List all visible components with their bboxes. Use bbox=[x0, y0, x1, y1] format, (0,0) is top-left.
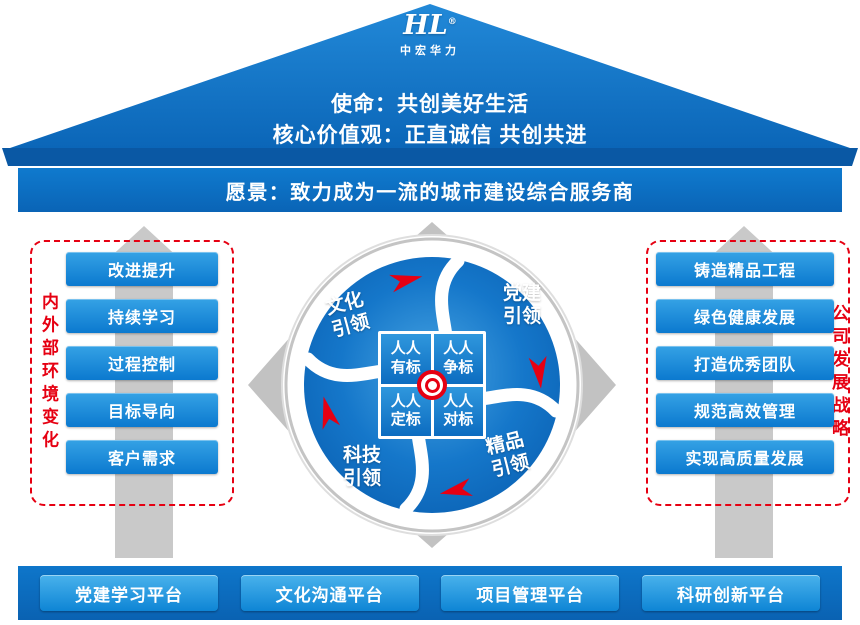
vision-bar: 愿景：致力成为一流的城市建设综合服务商 bbox=[18, 168, 842, 212]
center-wheel: 文化引领 党建引领 科技引领 精品引领 人人有标 人人争标 人人定标 人人对标 bbox=[272, 225, 592, 545]
right-panel-items: 铸造精品工程 绿色健康发展 打造优秀团队 规范高效管理 实现高质量发展 bbox=[656, 252, 834, 474]
right-item-team: 打造优秀团队 bbox=[656, 346, 834, 380]
rotation-arrow-icons bbox=[322, 274, 547, 496]
logo-name: 中宏华力 bbox=[400, 45, 460, 57]
target-icon bbox=[417, 370, 447, 400]
core-cell-text: 人人定标 bbox=[390, 392, 421, 429]
right-panel-box bbox=[646, 240, 850, 506]
left-item-improve: 改进提升 bbox=[66, 252, 218, 286]
quadrant-label-technology: 科技引领 bbox=[342, 445, 382, 489]
platform-party-learning: 党建学习平台 bbox=[40, 575, 218, 611]
core-cell-text: 人人争标 bbox=[443, 340, 474, 376]
left-item-customer: 客户需求 bbox=[66, 440, 218, 474]
rotation-arrow-icon bbox=[439, 478, 473, 496]
logo-mark-text: HL bbox=[403, 10, 448, 41]
right-item-hq-development: 实现高质量发展 bbox=[656, 440, 834, 474]
core-cell-text: 人人有标 bbox=[390, 340, 421, 376]
right-item-quality-projects: 铸造精品工程 bbox=[656, 252, 834, 286]
left-item-process: 过程控制 bbox=[66, 346, 218, 380]
platform-culture-communication: 文化沟通平台 bbox=[240, 575, 419, 611]
roof-section: HL® 中宏华力 使命：共创美好生活 核心价值观：正直诚信 共创共进 bbox=[0, 0, 860, 170]
vision-text: 愿景：致力成为一流的城市建设综合服务商 bbox=[225, 181, 635, 204]
roof-shape bbox=[2, 4, 858, 166]
left-panel-label: 内外部环境变化 bbox=[39, 292, 58, 454]
core-cell-strive-standard: 人人争标 bbox=[433, 334, 483, 384]
core-cell-have-standard: 人人有标 bbox=[381, 334, 431, 384]
core-cell-text: 人人对标 bbox=[443, 392, 474, 429]
quadrant-label-party: 党建引领 bbox=[502, 283, 542, 327]
platform-research-innovation: 科研创新平台 bbox=[641, 575, 820, 611]
logo-mark-icon: HL® bbox=[0, 12, 860, 39]
rotation-arrow-icon bbox=[528, 355, 547, 389]
company-logo: HL® 中宏华力 bbox=[0, 12, 860, 58]
left-panel-items: 改进提升 持续学习 过程控制 目标导向 客户需求 bbox=[66, 252, 218, 474]
platform-project-management: 项目管理平台 bbox=[441, 575, 620, 611]
left-item-learning: 持续学习 bbox=[66, 299, 218, 333]
roof-fascia bbox=[2, 148, 858, 166]
bottom-bar: 党建学习平台 文化沟通平台 项目管理平台 科研创新平台 bbox=[18, 566, 842, 620]
roof-triangle bbox=[10, 4, 850, 148]
roof-content: HL® 中宏华力 使命：共创美好生活 核心价值观：正直诚信 共创共进 bbox=[0, 0, 860, 170]
core-values-text: 核心价值观：正直诚信 共创共进 bbox=[272, 124, 588, 147]
registered-mark: ® bbox=[447, 17, 457, 27]
rotation-arrow-icon bbox=[322, 396, 341, 430]
right-item-green-development: 绿色健康发展 bbox=[656, 299, 834, 333]
left-item-goal: 目标导向 bbox=[66, 393, 218, 427]
mission-text: 使命：共创美好生活 bbox=[331, 93, 529, 116]
right-item-management: 规范高效管理 bbox=[656, 393, 834, 427]
left-panel-box bbox=[30, 240, 234, 506]
rotation-arrow-icon bbox=[389, 274, 423, 293]
